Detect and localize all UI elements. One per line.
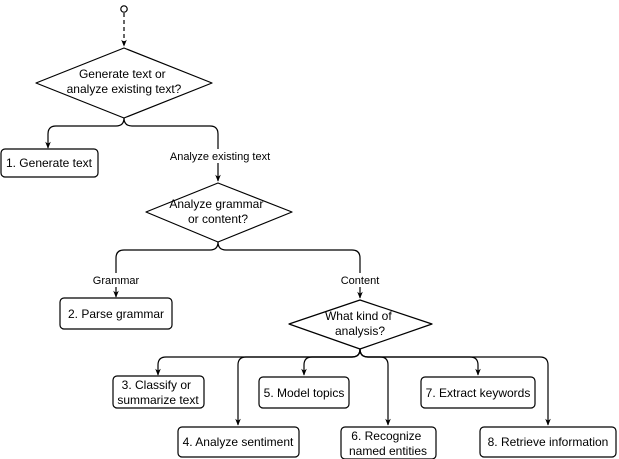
edge-q1-to-q2	[123, 117, 221, 182]
decision-q3-line2: analysis?	[335, 324, 385, 338]
decision-q1-line2: analyze existing text?	[67, 82, 182, 96]
outcome-o7: 7. Extract keywords	[420, 376, 536, 409]
outcome-o8: 8. Retrieve information	[479, 426, 617, 458]
outcome-o5: 5. Model topics	[258, 376, 350, 409]
svg-text:What kind of analysis?: What kind of analysis?	[325, 309, 395, 338]
outcome-o2-label: 2. Parse grammar	[68, 307, 164, 321]
edge-q2-to-q3	[217, 241, 363, 299]
svg-text:Analyze grammar or conte: Analyze grammar or content?	[169, 197, 266, 226]
outcome-o3-line2: summarize text	[117, 393, 199, 407]
outcome-o5-label: 5. Model topics	[264, 386, 345, 400]
edge-q3-to-o7	[359, 348, 481, 376]
edge-q3-to-o8	[359, 348, 551, 426]
edge-label-analyze-existing: Analyze existing text	[170, 151, 270, 163]
outcome-o4: 4. Analyze sentiment	[177, 426, 300, 458]
decision-q1: Generate text or analyze existing text?	[35, 47, 213, 119]
edge-label-grammar: Grammar	[93, 275, 140, 287]
outcome-o1-label: 1. Generate text	[6, 156, 93, 170]
decision-q1-line1: Generate text or	[79, 67, 166, 81]
svg-text:3. Classify or summarize: 3. Classify or summarize text	[117, 378, 199, 407]
decision-q3: What kind of analysis?	[288, 299, 433, 350]
decision-q2: Analyze grammar or content?	[145, 182, 293, 243]
edge-q3-to-o3	[155, 348, 361, 376]
outcome-o8-label: 8. Retrieve information	[488, 435, 609, 449]
outcome-o2: 2. Parse grammar	[59, 297, 173, 330]
outcome-o6: 6. Recognize named entities	[340, 426, 437, 459]
outcome-o6-line2: named entities	[349, 444, 427, 458]
decision-q3-line1: What kind of	[325, 309, 392, 323]
edge-q3-to-o6	[359, 348, 391, 426]
connectors	[45, 117, 551, 426]
edge-label-content: Content	[341, 275, 380, 287]
outcome-o4-label: 4. Analyze sentiment	[183, 435, 294, 449]
start-node	[120, 5, 128, 13]
decision-q2-line2: or content?	[188, 212, 248, 226]
outcome-o7-label: 7. Extract keywords	[426, 386, 531, 400]
edge-q2-to-o2	[113, 241, 219, 298]
decision-q2-line1: Analyze grammar	[169, 197, 263, 211]
outcome-o6-line1: 6. Recognize	[351, 429, 421, 443]
outcome-o3-line1: 3. Classify or	[122, 378, 191, 392]
edge-q1-to-o1	[45, 117, 125, 149]
svg-text:Generate text or analyze: Generate text or analyze existing text?	[67, 67, 182, 96]
svg-text:6. Recognize named entit: 6. Recognize named entities	[349, 429, 427, 458]
outcome-o3: 3. Classify or summarize text	[112, 375, 205, 409]
outcome-o1: 1. Generate text	[0, 148, 99, 178]
edge-q3-to-o5	[301, 348, 361, 376]
